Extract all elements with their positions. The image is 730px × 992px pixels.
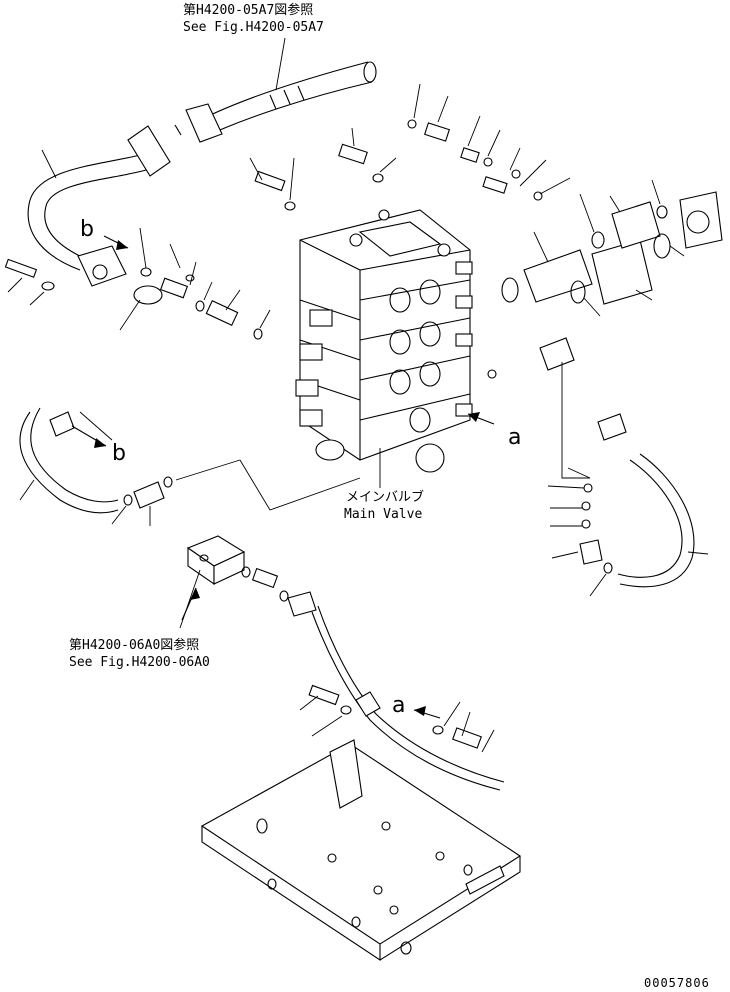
left-hose-upper — [27, 125, 171, 287]
top-reference-en: See Fig.H4200-05A7 — [183, 20, 324, 35]
top-hose — [174, 61, 377, 143]
upper-fittings — [254, 119, 543, 211]
top-reference-jp: 第H4200-05A7図参照 — [183, 3, 314, 18]
left-hose-leader — [41, 149, 57, 179]
left-hose-lower — [19, 407, 173, 514]
junction-block — [186, 535, 289, 602]
callout-b-upper: b — [80, 217, 94, 242]
drawing-number: 00057806 — [644, 976, 710, 990]
callout-a-lower: a — [392, 693, 406, 718]
lower-pipe — [287, 591, 505, 791]
callout-arrows — [71, 235, 495, 719]
mid-reference-jp: 第H4200-06A0図参照 — [69, 638, 200, 653]
right-fittings — [501, 191, 723, 305]
left-fittings — [133, 267, 263, 340]
bolt-washer-left — [4, 258, 55, 291]
base-plate — [200, 739, 522, 962]
right-hose-assembly — [487, 337, 695, 588]
main-valve-label-en: Main Valve — [344, 507, 423, 522]
mid-reference-en: See Fig.H4200-06A0 — [69, 655, 210, 670]
main-valve-label-jp: メインバルブ — [346, 490, 425, 505]
top-ref-leader — [275, 37, 286, 91]
main-valve-body — [295, 209, 473, 473]
callout-a-right: a — [508, 425, 522, 450]
callout-b-lower: b — [112, 441, 126, 466]
